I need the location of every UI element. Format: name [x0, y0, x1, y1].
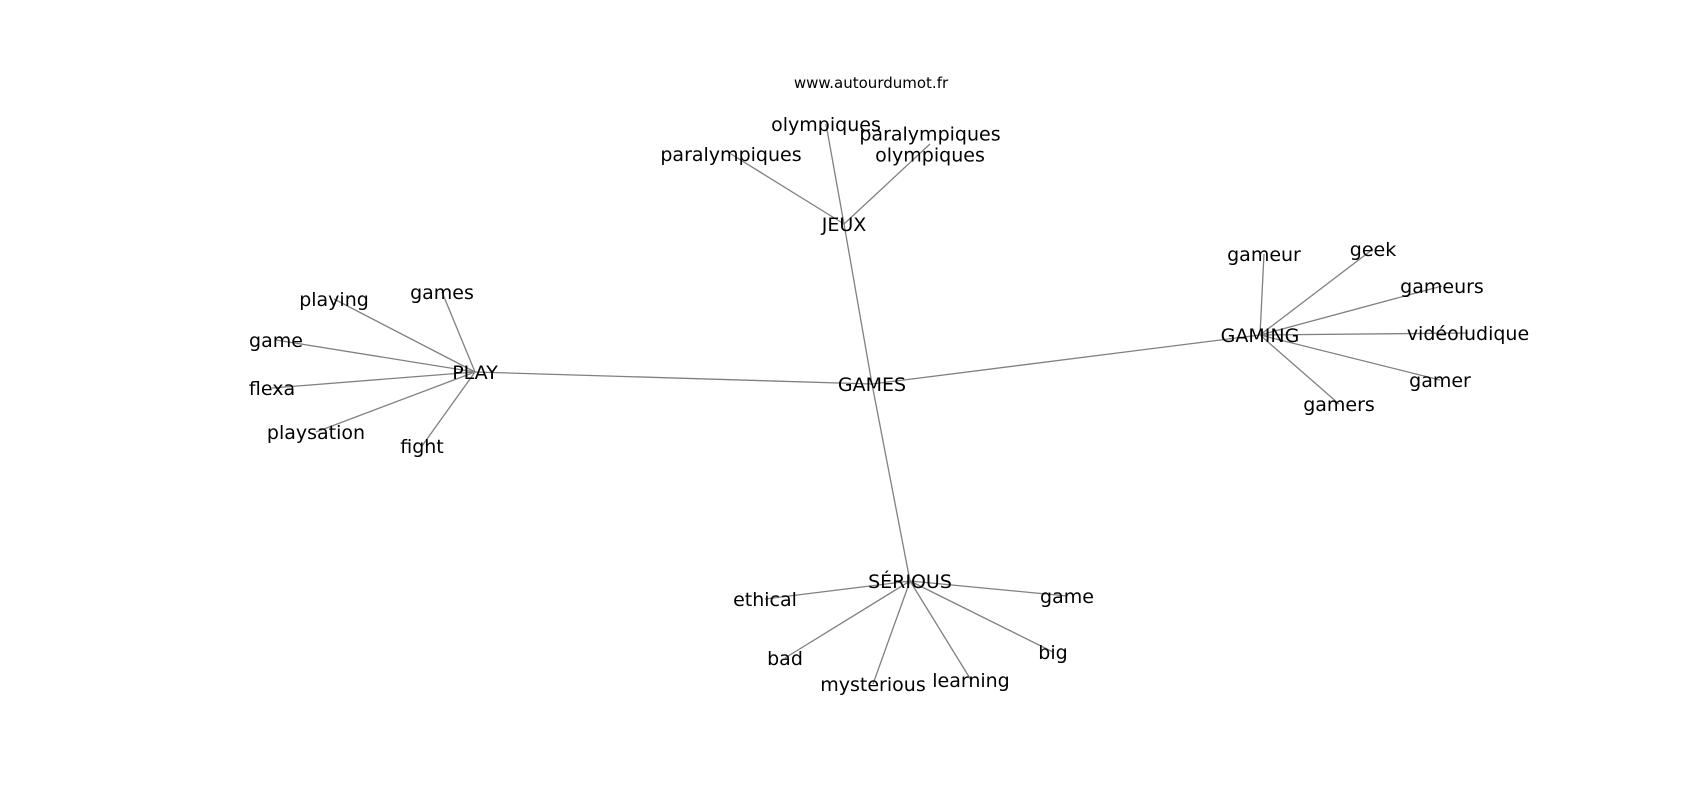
node-leaf: gameurs [1400, 276, 1484, 298]
node-leaf: flexa [249, 378, 295, 400]
node-leaf: paralympiques [660, 144, 801, 166]
node-leaf: big [1038, 642, 1067, 664]
edge-sérious-child [909, 580, 1054, 653]
edge-gaming-child [1259, 248, 1374, 336]
edge-play-child [441, 291, 476, 373]
edge-gaming-child [1259, 334, 1340, 405]
edge-center-to-sérious [871, 383, 911, 582]
node-leaf: playsation [267, 422, 365, 444]
edge-play-child [315, 371, 476, 433]
graph-labels: GAMES JEUX olympiques paralympiques paralymp… [249, 114, 1529, 696]
edge-center-to-jeux [843, 223, 873, 385]
node-branch: GAMING [1221, 325, 1300, 347]
node-leaf: gamer [1409, 370, 1471, 392]
node-leaf: learning [932, 670, 1010, 692]
edge-gaming-child [1259, 332, 1469, 336]
node-leaf: olympiques [771, 114, 881, 136]
node-leaf: gameur [1227, 244, 1301, 266]
edge-play-child [275, 339, 476, 373]
node-leaf: game [1040, 586, 1094, 608]
edge-play-child [333, 298, 476, 373]
node-leaf: gamers [1303, 394, 1375, 416]
edge-sérious-child [872, 580, 911, 685]
edge-center-to-play [474, 371, 873, 385]
edge-gaming-child [1259, 285, 1443, 336]
node-leaf: geek [1350, 239, 1396, 261]
edge-play-child [421, 371, 476, 447]
node-branch: JEUX [821, 214, 867, 236]
node-branch: SÉRIOUS [868, 570, 952, 593]
edge-sérious-child [784, 580, 911, 659]
edge-sérious-child [909, 580, 972, 681]
edge-gaming-child [1259, 253, 1265, 336]
edge-sérious-child [764, 580, 911, 600]
node-leaf: game [249, 330, 303, 352]
edge-jeux-child [825, 123, 845, 225]
edge-jeux-child [843, 143, 931, 225]
source-url: www.autourdumot.fr [794, 74, 949, 92]
node-leaf: vidéoludique [1407, 323, 1529, 345]
edge-gaming-child [1259, 334, 1441, 381]
node-center: GAMES [838, 374, 906, 396]
node-leaf: playing [299, 289, 369, 311]
graph-edges [271, 123, 1469, 685]
node-leaf: games [410, 282, 474, 304]
edge-play-child [271, 371, 476, 389]
edge-sérious-child [909, 580, 1068, 597]
node-leaf: fight [400, 436, 444, 458]
node-leaf: ethical [733, 589, 797, 611]
node-leaf: mysterious [820, 674, 925, 696]
edge-center-to-gaming [871, 334, 1261, 385]
node-leaf: bad [767, 648, 803, 670]
node-branch: PLAY [452, 362, 498, 384]
edge-jeux-child [730, 153, 845, 225]
